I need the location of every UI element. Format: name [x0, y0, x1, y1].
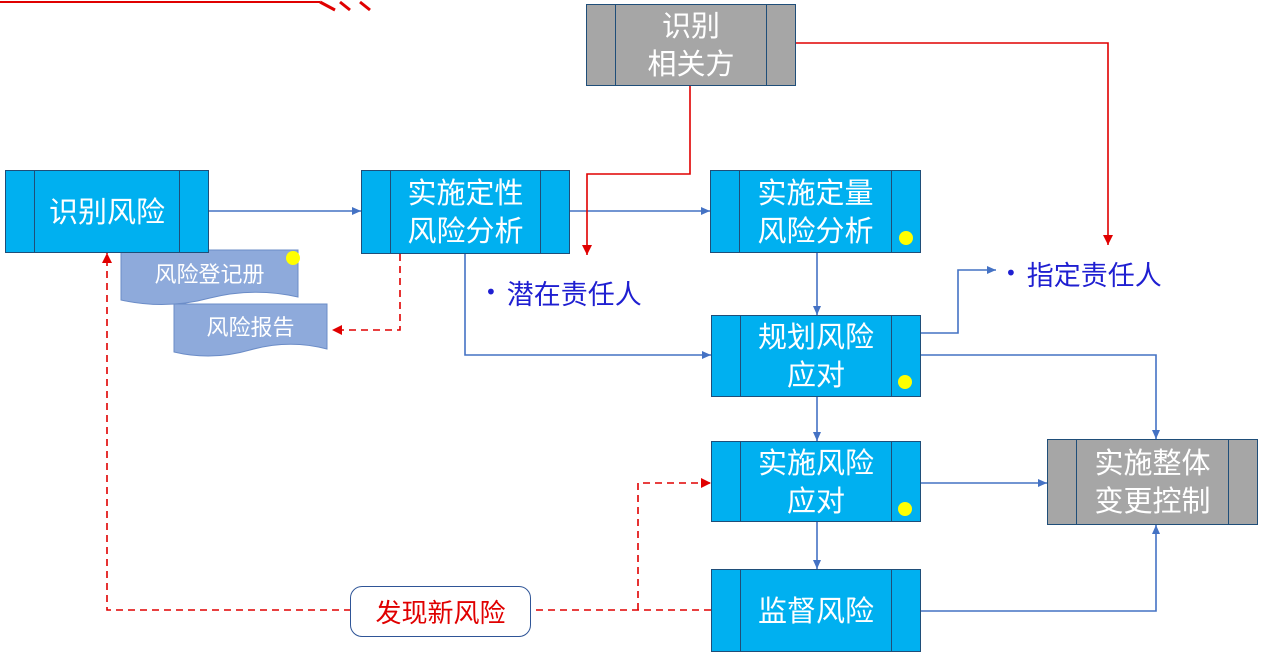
- node-plan-responses[interactable]: 规划风险 应对: [711, 315, 921, 397]
- potential-owner-note: • 潜在责任人: [485, 272, 642, 312]
- node-integrated-change-control[interactable]: 实施整体 变更控制: [1047, 439, 1258, 525]
- node-quantitative-analysis-label: 实施定量 风险分析: [757, 175, 874, 248]
- arrow-monitor-to-identify: [102, 253, 711, 611]
- risk-register-label: 风险登记册: [154, 263, 265, 288]
- plan-responses-marker: [898, 375, 912, 389]
- assigned-owner-note: • 指定责任人: [1005, 253, 1162, 293]
- arrow-qualitative-to-report: [332, 254, 401, 335]
- new-risk-label-box: 发现新风险: [350, 586, 531, 637]
- node-identify-stakeholders[interactable]: 识别 相关方: [586, 4, 796, 86]
- arrow-plan-to-change-control: [921, 354, 1160, 439]
- bullet-icon: •: [485, 280, 497, 304]
- node-identify-stakeholders-label: 识别 相关方: [647, 9, 735, 81]
- node-implement-responses[interactable]: 实施风险 应对: [711, 441, 921, 522]
- risk-register-marker: [286, 251, 300, 265]
- implement-responses-marker: [898, 502, 912, 516]
- node-identify-risks-label: 识别风险: [48, 194, 165, 229]
- node-qualitative-analysis[interactable]: 实施定性 风险分析: [361, 170, 570, 254]
- new-risk-label: 发现新风险: [375, 599, 506, 629]
- arrow-stakeholders-to-assigned-owner: [796, 42, 1113, 245]
- arrow-newrisk-to-implement: [637, 478, 711, 610]
- node-implement-responses-label: 实施风险 应对: [757, 445, 874, 518]
- node-monitor-risks[interactable]: 监督风险: [711, 569, 921, 652]
- assigned-owner-label: 指定责任人: [1026, 260, 1162, 292]
- node-quantitative-analysis[interactable]: 实施定量 风险分析: [710, 170, 921, 253]
- node-qualitative-analysis-label: 实施定性 风险分析: [407, 176, 524, 248]
- node-integrated-change-control-label: 实施整体 变更控制: [1094, 446, 1211, 518]
- risk-report-label: 风险报告: [206, 316, 295, 341]
- arrow-monitor-to-change-control: [921, 525, 1160, 612]
- quantitative-analysis-marker: [899, 231, 913, 245]
- arrow-stakeholders-to-potential-owner: [582, 86, 691, 255]
- risk-register-shape: [120, 249, 299, 305]
- node-identify-risks[interactable]: 识别风险: [5, 170, 209, 253]
- potential-owner-label: 潜在责任人: [506, 279, 642, 311]
- header-decoration: [0, 0, 371, 12]
- risk-report-shape: [173, 303, 328, 357]
- bullet-icon: •: [1005, 261, 1017, 285]
- node-monitor-risks-label: 监督风险: [757, 593, 874, 628]
- arrow-plan-to-assigned-owner: [921, 266, 996, 334]
- arrow-qualitative-to-plan: [464, 254, 711, 359]
- node-plan-responses-label: 规划风险 应对: [757, 320, 874, 392]
